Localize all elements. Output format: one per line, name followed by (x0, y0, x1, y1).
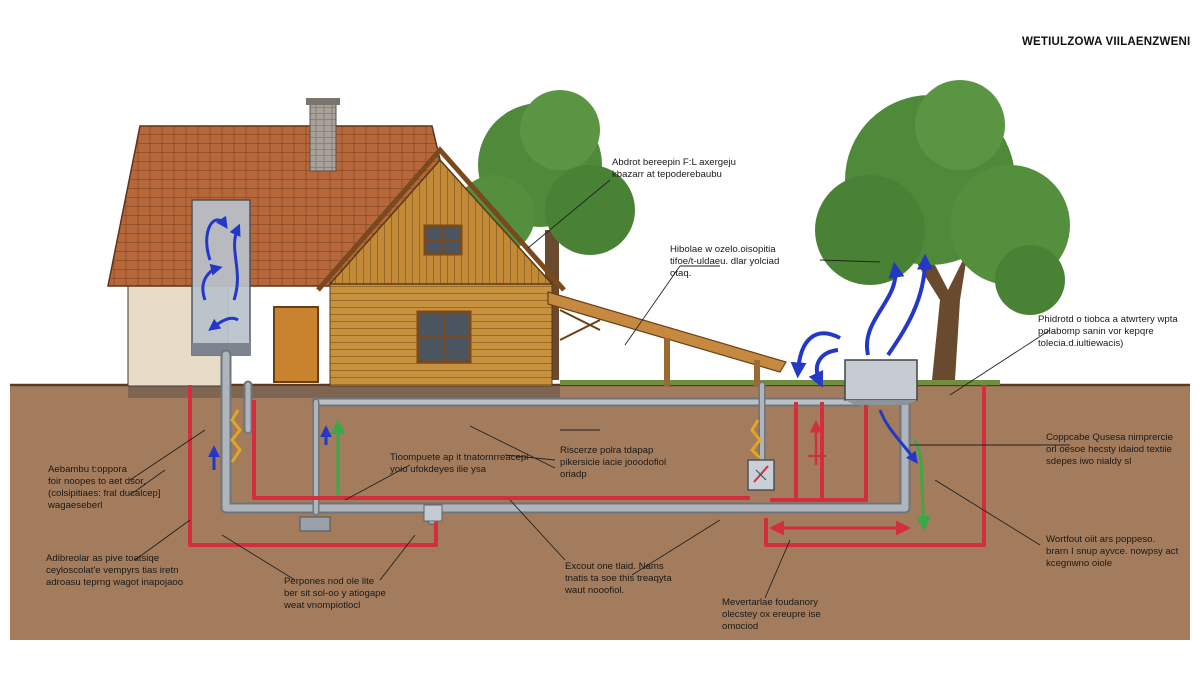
house-foundation (128, 386, 560, 398)
air-arrow-blue-right (878, 409, 918, 464)
collector-box (299, 516, 331, 532)
right-bottom-label: Wortfout oiit ars poppeso.brarn I snup a… (1046, 534, 1179, 569)
leader-lines (129, 179, 1070, 599)
pipe-joint (423, 504, 443, 522)
manifold-box (747, 459, 775, 491)
diagram-title: WETIULZOWA VIILAENZWENI (1022, 36, 1191, 48)
ventilation-unit (844, 359, 918, 405)
chimney (309, 102, 337, 172)
heat-zigzags (230, 409, 762, 463)
tree-right (815, 80, 1070, 380)
air-flow-arrows (790, 253, 933, 388)
grass-strip (560, 380, 1000, 385)
exchanger-column (191, 199, 251, 356)
door (273, 306, 319, 383)
air-arrow-green-right (913, 439, 931, 531)
gable (328, 158, 554, 285)
lean-to-canopy (547, 291, 787, 386)
red-pipes (188, 385, 986, 547)
